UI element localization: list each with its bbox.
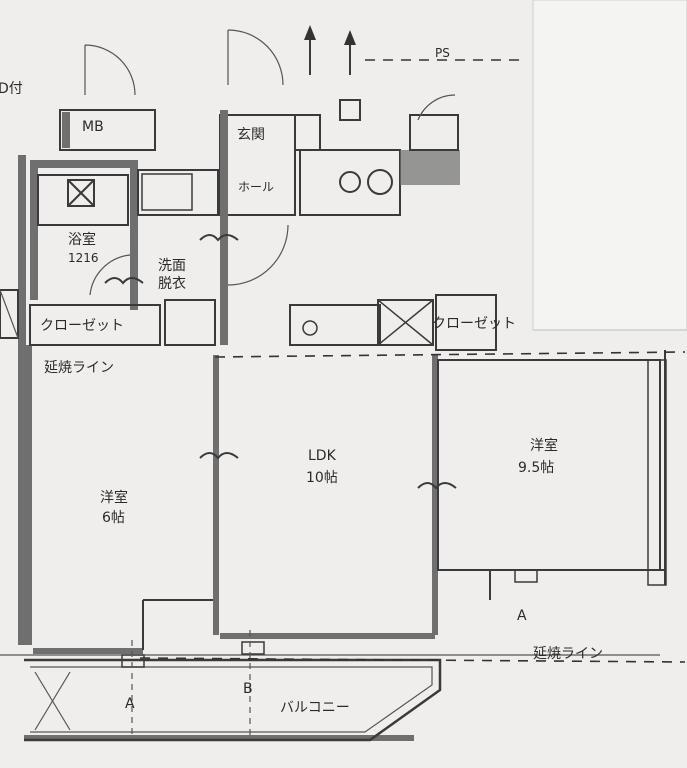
ldk-size-label: 10帖 <box>306 470 338 486</box>
washroom-label-1: 洗面 <box>158 258 186 274</box>
section-a-right-label: A <box>517 608 527 624</box>
up-arrows <box>304 25 356 75</box>
door-swings <box>84 29 456 296</box>
closet-right-label: クローゼット <box>432 316 516 332</box>
bath-size-label: 1216 <box>68 251 99 265</box>
western-left-name-label: 洋室 <box>100 489 128 506</box>
western-left-size-label: 6帖 <box>102 510 125 526</box>
washroom-label-2: 脱衣 <box>158 276 186 292</box>
section-symbols <box>121 569 538 735</box>
western-right-name-label: 洋室 <box>530 437 558 454</box>
fire-line-bottom-label: 延焼ライン <box>533 646 603 662</box>
balcony-outline <box>24 658 442 742</box>
bath-label: 浴室 <box>68 231 96 248</box>
door-hinge-symbols <box>104 234 457 490</box>
left-bedroom-walls <box>142 599 213 650</box>
exterior-walls <box>0 155 660 741</box>
section-a-left-label: A <box>125 696 135 712</box>
ps-label: PS <box>435 46 450 60</box>
entrance-label: 玄関 <box>237 126 265 143</box>
hall-label: ホール <box>238 180 274 194</box>
fire-line-top-label: 延焼ライン <box>44 360 114 376</box>
door-label: D付 <box>0 81 23 97</box>
balcony-label: バルコニー <box>280 700 350 716</box>
right-bedroom-walls <box>437 350 667 600</box>
section-b-label: B <box>243 681 253 697</box>
mb-label: MB <box>82 119 104 135</box>
overlay-sheet <box>532 0 687 331</box>
closet-left-label: クローゼット <box>40 318 124 334</box>
ldk-name-label: LDK <box>308 448 337 464</box>
fire-lines <box>139 59 686 663</box>
closets-kitchen <box>0 289 497 351</box>
western-right-size-label: 9.5帖 <box>518 460 554 476</box>
core-walls <box>30 99 460 346</box>
